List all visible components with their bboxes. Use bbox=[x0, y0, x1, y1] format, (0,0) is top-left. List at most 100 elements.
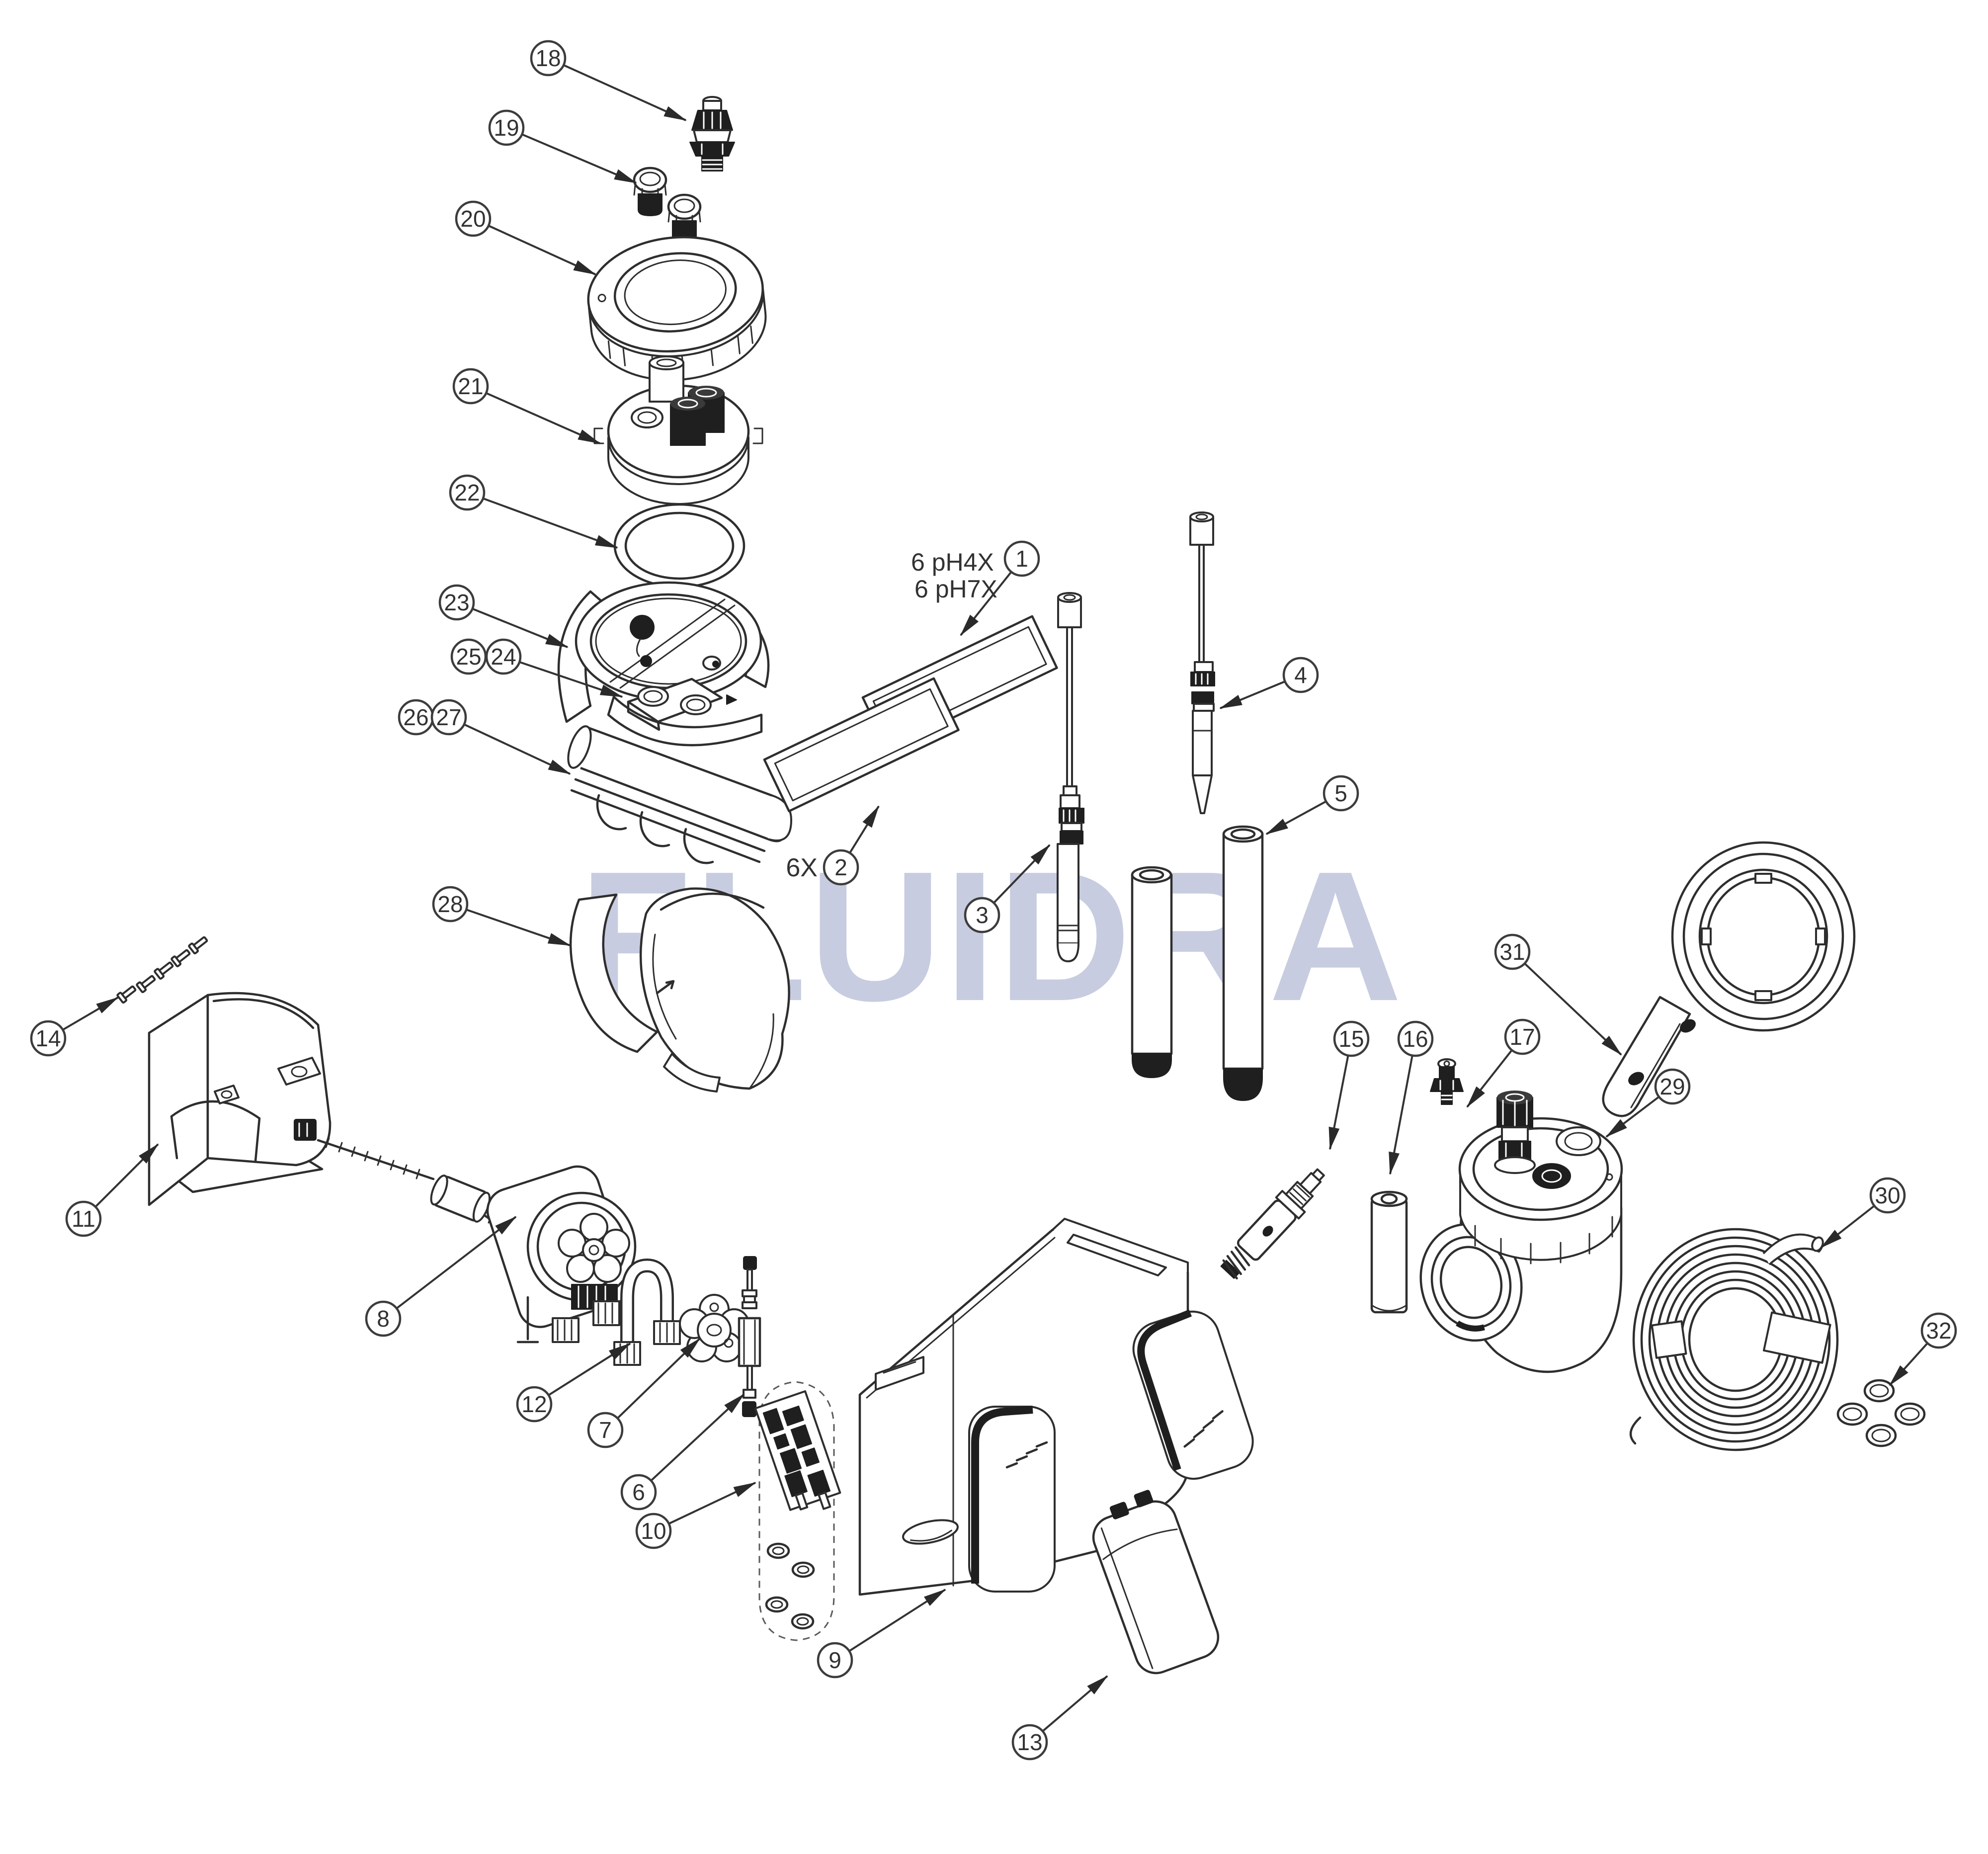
part-21-sensor-lid-icon bbox=[593, 355, 763, 505]
callout-leader-line bbox=[651, 1393, 745, 1481]
callout-29: 29 bbox=[1605, 1068, 1691, 1138]
callout-circle bbox=[65, 1200, 102, 1237]
callout-9: 9 bbox=[817, 1589, 946, 1679]
callout-circle bbox=[1323, 775, 1359, 812]
callout-number: 11 bbox=[72, 1206, 95, 1232]
callout-12: 12 bbox=[516, 1343, 631, 1423]
part-18-bleed-valve-icon bbox=[689, 96, 735, 171]
callout-circle bbox=[488, 109, 525, 146]
part-26-saddle-upper-icon bbox=[567, 725, 792, 864]
annotation-label: 6X bbox=[786, 853, 818, 882]
callout-number: 30 bbox=[1875, 1182, 1900, 1208]
callout-6: 6 bbox=[620, 1393, 745, 1511]
callout-circle bbox=[455, 200, 492, 237]
callout-leader-line bbox=[548, 1343, 631, 1396]
callout-number: 28 bbox=[437, 891, 463, 917]
callout-circle bbox=[1504, 1018, 1541, 1055]
callout-circle bbox=[1003, 540, 1040, 577]
callout-number: 3 bbox=[976, 902, 989, 928]
callout-number: 19 bbox=[494, 115, 519, 141]
callout-18: 18 bbox=[530, 40, 687, 121]
callout-leader-line bbox=[522, 133, 637, 184]
callout-circle bbox=[450, 638, 487, 675]
callout-leader-line bbox=[1889, 1343, 1928, 1386]
callout-number: 4 bbox=[1294, 662, 1307, 688]
callout-circle bbox=[438, 584, 475, 621]
callout-number: 7 bbox=[599, 1417, 612, 1443]
enclosure-side-module bbox=[1132, 1309, 1254, 1480]
part-20-ring-nut-icon bbox=[587, 236, 767, 381]
callout-leader-line bbox=[63, 997, 119, 1031]
part-12-u-tube-icon bbox=[613, 1258, 681, 1366]
callout-15: 15 bbox=[1328, 1020, 1370, 1150]
part-23-flow-pot-icon bbox=[557, 581, 770, 747]
callout-circle bbox=[1397, 1020, 1434, 1057]
callout-circle bbox=[1011, 1724, 1048, 1761]
callout-11: 11 bbox=[65, 1143, 159, 1237]
callout-28: 28 bbox=[432, 886, 571, 946]
callout-leader-line bbox=[993, 844, 1051, 904]
callout-10: 10 bbox=[635, 1482, 756, 1549]
callout-25: 25 bbox=[450, 638, 487, 675]
callout-number: 5 bbox=[1334, 780, 1347, 806]
callout-circle bbox=[1494, 933, 1531, 970]
part-32-o-rings-icon bbox=[1836, 1379, 1926, 1447]
callout-number: 9 bbox=[828, 1647, 841, 1673]
callout-leader-line bbox=[1328, 1055, 1349, 1150]
callout-16: 16 bbox=[1389, 1020, 1434, 1175]
part-7-star-knob-icon bbox=[679, 1294, 749, 1362]
part-3-ph-electrode-icon bbox=[1057, 592, 1084, 962]
valve-stem-icon bbox=[1494, 1091, 1536, 1174]
callout-number: 2 bbox=[834, 854, 847, 880]
callout-leader-line bbox=[519, 661, 623, 698]
callout-number: 20 bbox=[460, 206, 486, 232]
callout-2: 2 bbox=[823, 805, 880, 886]
callout-leader-line bbox=[1219, 680, 1285, 709]
callout-circle bbox=[530, 40, 567, 77]
callout-leader-line bbox=[483, 498, 618, 549]
callout-number: 13 bbox=[1017, 1729, 1042, 1755]
callout-circle bbox=[587, 1412, 624, 1448]
part-29-probe-holder-icon bbox=[1419, 1091, 1623, 1373]
callout-27: 27 bbox=[430, 699, 571, 775]
callout-4: 4 bbox=[1219, 657, 1319, 709]
callout-leader-line bbox=[466, 909, 571, 946]
callout-1: 1 bbox=[960, 540, 1040, 636]
callout-circle bbox=[635, 1513, 672, 1549]
callout-number: 32 bbox=[1926, 1318, 1951, 1344]
part-5-calibration-tubes-icon bbox=[1131, 825, 1264, 1101]
callout-number: 26 bbox=[403, 704, 428, 730]
part-28-saddle-clamp-icon bbox=[569, 887, 790, 1093]
callout-22: 22 bbox=[449, 474, 618, 549]
callout-circle bbox=[817, 1642, 853, 1679]
callout-number: 10 bbox=[641, 1518, 666, 1544]
callout-leader-line bbox=[489, 225, 596, 275]
callout-19: 19 bbox=[488, 109, 637, 184]
callout-number: 15 bbox=[1338, 1026, 1364, 1052]
callout-circle bbox=[365, 1300, 402, 1337]
part-17-fitting-icon bbox=[1430, 1058, 1464, 1105]
callout-5: 5 bbox=[1265, 775, 1359, 835]
callout-number: 16 bbox=[1403, 1026, 1428, 1052]
callout-circle bbox=[432, 886, 469, 923]
part-10-pcb-icon bbox=[754, 1381, 841, 1641]
callout-17: 17 bbox=[1466, 1018, 1541, 1108]
callout-leader-line bbox=[1389, 1056, 1413, 1175]
annotation-label: 6 pH4X bbox=[911, 548, 994, 576]
callout-number: 25 bbox=[456, 644, 481, 670]
callout-7: 7 bbox=[587, 1338, 701, 1448]
callout-number: 17 bbox=[1509, 1024, 1535, 1050]
callout-circle bbox=[823, 849, 859, 886]
part-31-ring-wrench-icon bbox=[1602, 841, 1856, 1117]
callout-leader-line bbox=[1042, 1675, 1108, 1732]
callout-26: 26 bbox=[398, 699, 434, 736]
callout-circle bbox=[620, 1474, 657, 1511]
part-14-screws-icon bbox=[116, 936, 208, 1004]
part-11-motor-cover-icon bbox=[148, 992, 331, 1206]
callout-circle bbox=[430, 699, 467, 736]
callout-leader-line bbox=[564, 64, 687, 121]
callout-number: 12 bbox=[521, 1391, 547, 1417]
part-19-hex-plugs-icon bbox=[633, 167, 702, 244]
callout-23: 23 bbox=[438, 584, 569, 648]
